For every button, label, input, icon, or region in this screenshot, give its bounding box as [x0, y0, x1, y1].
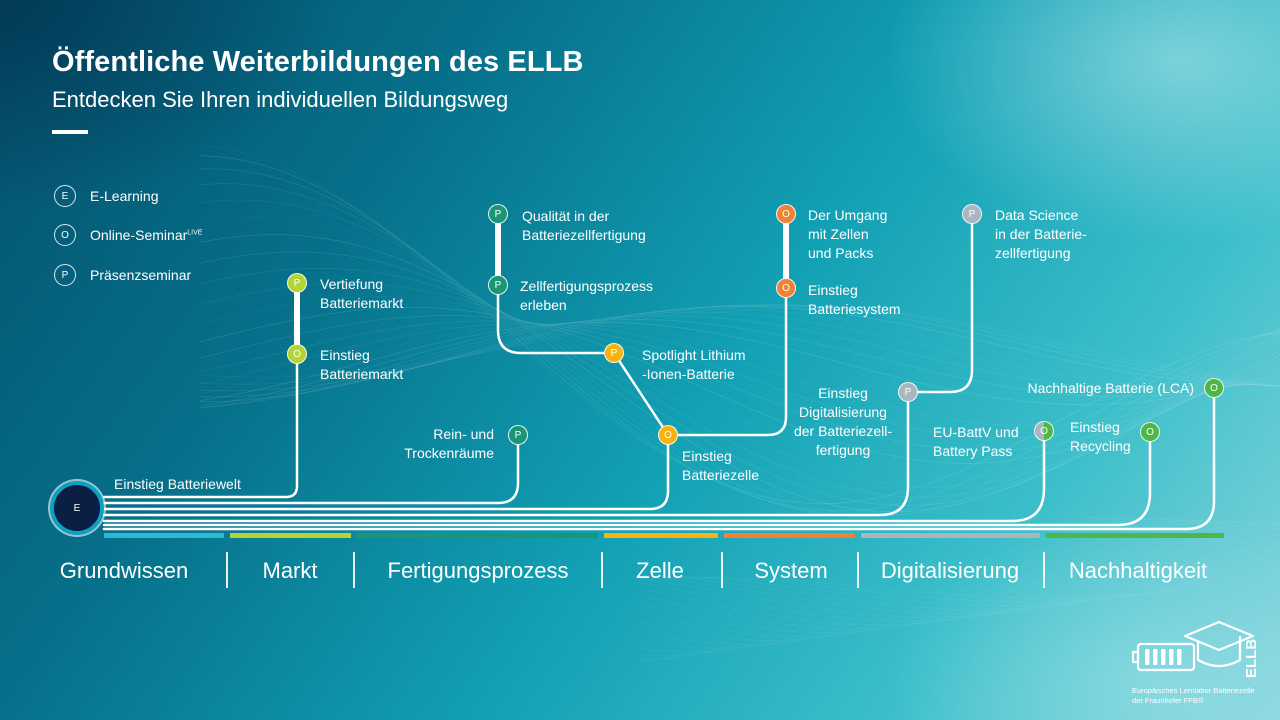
- einstieg-batteriesystem-label: Einstieg Batteriesystem: [808, 282, 901, 317]
- einstieg-batteriezelle-node[interactable]: O: [658, 425, 678, 445]
- path-fertigung: [496, 212, 670, 437]
- live-superscript: LIVE: [187, 229, 203, 237]
- einstieg-batteriewelt-node[interactable]: E: [50, 481, 104, 535]
- einstieg-batteriemarkt-label: Einstieg Batteriemarkt: [320, 347, 404, 382]
- path-data-science: [906, 212, 974, 394]
- legend-item-praesenzseminar: P Präsenzseminar: [54, 263, 191, 287]
- legend-label: Präsenzseminar: [90, 267, 192, 283]
- zellfertigungsprozess-label: Zellfertigungsprozess erleben: [520, 278, 654, 313]
- category-system[interactable]: System: [754, 558, 828, 583]
- category-bar-grundwissen: [104, 533, 224, 538]
- nachhaltige-batterie-lca-node[interactable]: O: [1204, 378, 1224, 398]
- category-grundwissen[interactable]: Grundwissen: [59, 558, 189, 583]
- einstieg-batteriezelle-label: Einstieg Batteriezelle: [682, 448, 760, 483]
- category-bar-zelle: [604, 533, 718, 538]
- category-bar-system: [724, 533, 855, 538]
- category-separator: [857, 552, 859, 588]
- vertiefung-batteriemarkt-node[interactable]: P: [287, 273, 307, 293]
- rein-trockenraeume-label: Rein- und Trockenräume: [404, 426, 494, 461]
- qualitaet-batteriezellfertigung-label: Qualität in der Batteriezellfertigung: [522, 208, 646, 243]
- umgang-zellen-packs-label: Der Umgang mit Zellen und Packs: [808, 207, 888, 261]
- category-bar-digitalisierung: [861, 533, 1040, 538]
- path-recycling: [102, 430, 1152, 527]
- path-zelle: [102, 433, 670, 511]
- vertiefung-batteriemarkt-label: Vertiefung Batteriemarkt: [320, 276, 404, 311]
- path-system: [666, 212, 788, 437]
- online-seminar-badge-icon: O: [54, 224, 76, 246]
- data-science-node[interactable]: P: [962, 204, 982, 224]
- ellb-logo: ELLB: [1131, 620, 1260, 678]
- path-eu-battv: [102, 430, 1046, 523]
- einstieg-digitalisierung-node[interactable]: P: [898, 382, 918, 402]
- einstieg-batteriewelt-label: Einstieg Batteriewelt: [114, 476, 241, 492]
- category-separator: [721, 552, 723, 588]
- zellfertigungsprozess-node[interactable]: P: [488, 275, 508, 295]
- page-title: Öffentliche Weiterbildungen des ELLB: [52, 46, 584, 78]
- path-markt: [102, 281, 299, 499]
- spotlight-lithium-node[interactable]: P: [604, 343, 624, 363]
- category-separator: [601, 552, 603, 588]
- eu-battv-battery-pass-node[interactable]: O: [1034, 421, 1054, 441]
- category-fertigungsprozess[interactable]: Fertigungsprozess: [387, 558, 569, 583]
- path-lca: [102, 386, 1216, 531]
- category-separator: [353, 552, 355, 588]
- einstieg-batteriemarkt-node[interactable]: O: [287, 344, 307, 364]
- spotlight-lithium-label: Spotlight Lithium -Ionen-Batterie: [642, 347, 746, 382]
- page-subtitle: Entdecken Sie Ihren individuellen Bildun…: [52, 87, 509, 112]
- einstieg-recycling-label: Einstieg Recycling: [1070, 419, 1131, 454]
- path-digital: [102, 390, 910, 517]
- category-digitalisierung[interactable]: Digitalisierung: [880, 558, 1020, 583]
- data-science-label: Data Science in der Batterie- zellfertig…: [995, 207, 1087, 261]
- rein-trockenraeume-node[interactable]: P: [508, 425, 528, 445]
- eu-battv-battery-pass-label: EU-BattV und Battery Pass: [933, 424, 1019, 459]
- einstieg-recycling-node[interactable]: O: [1140, 422, 1160, 442]
- legend-item-online-seminar: O Online-SeminarLIVE: [54, 223, 202, 247]
- logo-wordmark: ELLB: [1243, 639, 1260, 678]
- category-zelle[interactable]: Zelle: [636, 558, 684, 583]
- category-separator: [1043, 552, 1045, 588]
- category-markt[interactable]: Markt: [262, 558, 318, 583]
- e-learning-badge-icon: E: [54, 185, 76, 207]
- einstieg-batteriesystem-node[interactable]: O: [776, 278, 796, 298]
- category-bar-markt: [230, 533, 351, 538]
- praesenzseminar-badge-icon: P: [54, 264, 76, 286]
- category-nachhaltigkeit[interactable]: Nachhaltigkeit: [1068, 558, 1208, 583]
- einstieg-digitalisierung-label: Einstieg Digitalisierung der Batteriezel…: [793, 385, 893, 458]
- logo-caption: Europäisches Lernlabor Batteriezelle der…: [1132, 686, 1255, 705]
- category-separator: [226, 552, 228, 588]
- nachhaltige-batterie-lca-label: Nachhaltige Batterie (LCA): [1027, 380, 1194, 396]
- legend-label: Online-SeminarLIVE: [90, 227, 203, 243]
- umgang-zellen-packs-node[interactable]: O: [776, 204, 796, 224]
- path-reinraeume: [102, 433, 520, 505]
- category-bar-fertigungsprozess: [356, 533, 598, 538]
- category-bar-nachhaltigkeit: [1046, 533, 1224, 538]
- legend-label: E-Learning: [90, 188, 159, 204]
- qualitaet-batteriezellfertigung-node[interactable]: P: [488, 204, 508, 224]
- title-underline: [52, 130, 88, 134]
- legend-item-e-learning: E E-Learning: [54, 184, 159, 208]
